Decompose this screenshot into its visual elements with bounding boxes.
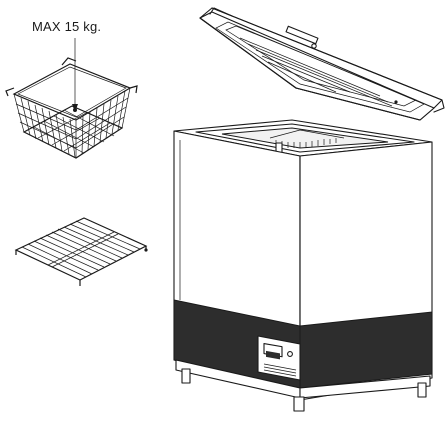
max-load-label: MAX 15 kg. [32,19,102,34]
wire-shelf [14,217,148,286]
chest-freezer [173,7,445,412]
control-panel [257,335,301,381]
freezer-feet [181,368,427,412]
freezer-lid [199,7,445,121]
base-band-right [299,311,433,389]
wire-basket [5,57,138,159]
